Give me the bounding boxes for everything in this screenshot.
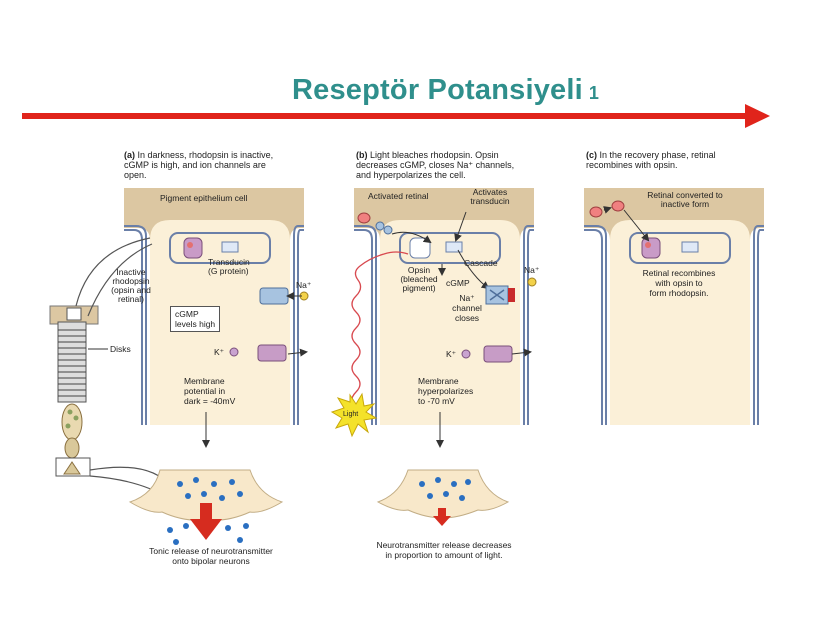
panel-a-tag: (a) <box>124 150 135 160</box>
retinal-converted-label: Retinal converted to inactive form <box>630 191 740 209</box>
na-channel-line: closes <box>454 313 480 323</box>
panel-b-na-label: Na⁺ <box>524 265 540 275</box>
opsin-line: (bleached <box>400 274 438 284</box>
panel-a-release-line: onto bipolar neurons <box>172 556 250 566</box>
panel-c-caption-line: recombines with opsin. <box>586 160 678 170</box>
panel-a-k-label: K⁺ <box>214 347 225 357</box>
recombines-line: form rhodopsin. <box>649 288 709 298</box>
synapse-a <box>128 469 284 545</box>
disks-label: Disks <box>110 344 131 354</box>
light-label: Light <box>343 411 359 418</box>
opsin-label: Opsin (bleached pigment) <box>396 266 442 293</box>
inactive-rhodopsin-line: (opsin and <box>111 285 151 295</box>
retinal-converted-line: Retinal converted to <box>647 190 723 200</box>
synapse-b <box>376 469 510 526</box>
title-arrow <box>22 104 770 128</box>
panel-b-release-line: Neurotransmitter release decreases <box>376 540 512 550</box>
panel-b-membrane-line: to -70 mV <box>418 396 455 406</box>
panel-b-caption-line: and hyperpolarizes the cell. <box>356 170 466 180</box>
retinal-converted-line: inactive form <box>660 199 710 209</box>
cascade-label: Cascade <box>464 258 498 268</box>
panel-b-release-line: in proportion to amount of light. <box>385 550 503 560</box>
panel-b-membrane-line: hyperpolarizes <box>418 386 474 396</box>
inactive-rhodopsin-line: Inactive <box>116 267 146 277</box>
panel-a-caption: (a) In darkness, rhodopsin is inactive, … <box>124 150 314 180</box>
panel-a-caption-line: cGMP is high, and ion channels are <box>124 160 266 170</box>
panel-b-caption: (b) Light bleaches rhodopsin. Opsin decr… <box>356 150 556 180</box>
panel-b-membrane-line: Membrane <box>418 376 459 386</box>
panel-a-caption-line: In darkness, rhodopsin is inactive, <box>137 150 274 160</box>
activates-transducin-line: Activates <box>472 187 508 197</box>
na-channel-line: Na⁺ <box>459 293 475 303</box>
activates-transducin-label: Activates transducin <box>462 188 518 206</box>
transducin-label: Transducin (G protein) <box>208 258 250 276</box>
panel-b-cell <box>330 188 537 448</box>
na-channel-line: channel <box>452 303 482 313</box>
cgmp-label: cGMP <box>446 278 470 288</box>
panel-a-membrane-label: Membrane potential in dark = -40mV <box>184 376 235 406</box>
panel-a-release-line: Tonic release of neurotransmitter <box>149 546 273 556</box>
panel-c-caption: (c) In the recovery phase, retinal recom… <box>586 150 766 170</box>
inactive-rhodopsin-line: rhodopsin <box>112 276 150 286</box>
panel-c-cell <box>584 188 764 425</box>
panel-a-membrane-line: dark = -40mV <box>184 396 236 406</box>
panel-b-caption-line: decreases cGMP, closes Na⁺ channels, <box>356 160 515 170</box>
panel-c-tag: (c) <box>586 150 597 160</box>
activated-retinal-label: Activated retinal <box>368 191 429 201</box>
panel-b-caption-line: Light bleaches rhodopsin. Opsin <box>370 150 499 160</box>
rod-cell-illustration <box>49 237 171 499</box>
panel-a-caption-line: open. <box>124 170 147 180</box>
inactive-rhodopsin-label: Inactive rhodopsin (opsin and retinal) <box>100 268 162 304</box>
opsin-line: Opsin <box>407 265 431 275</box>
cgmp-box-line: cGMP <box>175 309 199 319</box>
cgmp-box-line: levels high <box>175 319 216 329</box>
recombines-line: Retinal recombines <box>642 268 716 278</box>
panel-b-release-label: Neurotransmitter release decreases in pr… <box>354 540 534 560</box>
panel-b-tag: (b) <box>356 150 368 160</box>
panel-c-caption-line: In the recovery phase, retinal <box>599 150 716 160</box>
panel-a-membrane-line: potential in <box>184 386 226 396</box>
title-number: 1 <box>588 83 600 103</box>
panel-a-membrane-line: Membrane <box>184 376 225 386</box>
recombines-label: Retinal recombines with opsin to form rh… <box>624 268 734 298</box>
activates-transducin-line: transducin <box>470 196 510 206</box>
panel-b-membrane-label: Membrane hyperpolarizes to -70 mV <box>418 376 473 406</box>
pigment-epithelium-label: Pigment epithelium cell <box>160 193 248 203</box>
inactive-rhodopsin-line: retinal) <box>118 294 144 304</box>
panel-b-k-label: K⁺ <box>446 349 457 359</box>
transducin-line: (G protein) <box>208 266 249 276</box>
cgmp-levels-box: cGMP levels high <box>170 306 221 332</box>
title-text: Reseptör Potansiyeli <box>292 74 583 106</box>
opsin-line: pigment) <box>402 283 436 293</box>
na-channel-closes-label: Na⁺ channel closes <box>444 293 490 323</box>
recombines-line: with opsin to <box>655 278 703 288</box>
panel-a-na-label: Na⁺ <box>296 280 312 290</box>
transducin-line: Transducin <box>208 257 250 267</box>
panel-a-release-label: Tonic release of neurotransmitter onto b… <box>126 546 296 566</box>
